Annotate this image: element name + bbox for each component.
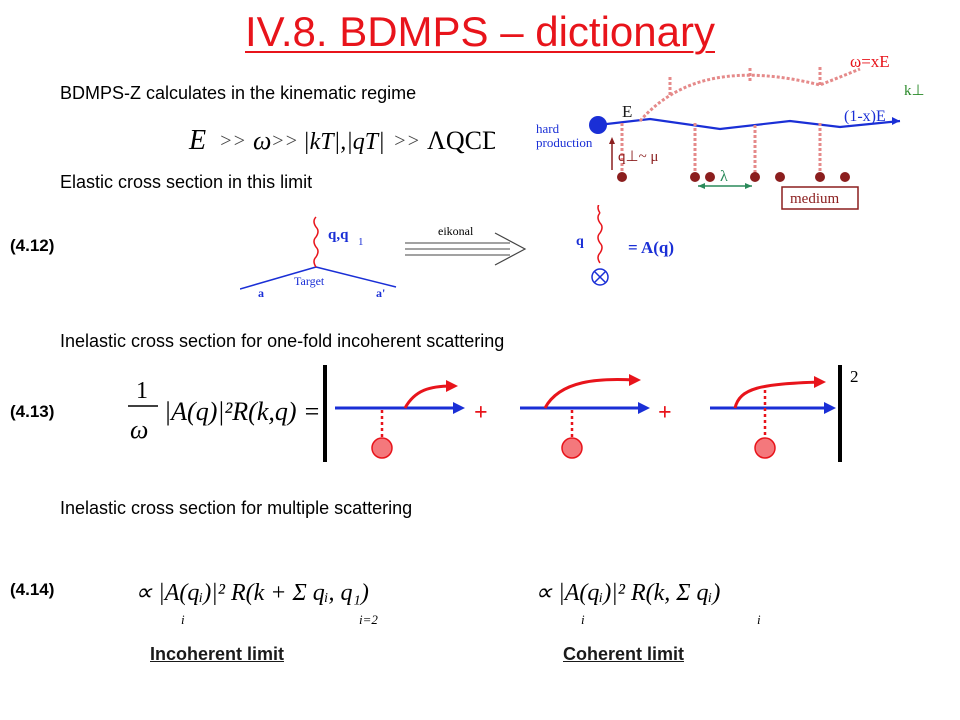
regime-intro-text: BDMPS-Z calculates in the kinematic regi… bbox=[60, 83, 417, 103]
regime-formula: E >> ω >> |kT|,|qT| >> ΛQCD bbox=[188, 125, 495, 156]
amplitude-label: = A(q) bbox=[628, 238, 674, 257]
incoherent-expression: ∝ |A(qᵢ)|² R(k + Σ qᵢ, q₁) bbox=[135, 580, 369, 606]
target-label: Target bbox=[294, 274, 325, 288]
q1-subscript: 1 bbox=[358, 236, 364, 248]
elastic-intro-text: Elastic cross section in this limit bbox=[60, 172, 313, 192]
lhs-expression: |A(q)|²R(k,q) = bbox=[164, 397, 321, 426]
a-prime-label: a' bbox=[376, 286, 385, 300]
incoherent-sub-i2: i=2 bbox=[359, 612, 378, 627]
exponent-two: 2 bbox=[850, 367, 859, 386]
incoherent-limit-label: Incoherent limit bbox=[150, 644, 285, 664]
k-perp-label: k⊥ bbox=[904, 83, 925, 99]
plus-sign-2: + bbox=[658, 400, 672, 426]
q-q1-label: q,q bbox=[328, 227, 349, 243]
eq-label-4-14: (4.14) bbox=[10, 580, 55, 599]
regime-kT: |kT|,|qT| bbox=[303, 129, 385, 155]
omega-label: ω=xE bbox=[850, 52, 890, 71]
coherent-sub-i: i bbox=[581, 612, 585, 627]
regime-omega: ω bbox=[253, 126, 271, 155]
eq-label-4-12: (4.12) bbox=[10, 236, 55, 255]
elastic-scattering-diagram: q,q 1 Target a a' eikonal q = A(q) bbox=[240, 205, 674, 300]
page-title: IV.8. BDMPS – dictionary bbox=[245, 8, 715, 55]
production-label: production bbox=[536, 135, 593, 150]
energy-label: E bbox=[622, 102, 632, 121]
a-label: a bbox=[258, 286, 264, 300]
regime-gg1: >> bbox=[219, 130, 246, 152]
coherent-limit-label: Coherent limit bbox=[563, 644, 685, 664]
coherent-expression: ∝ |A(qᵢ)|² R(k, Σ qᵢ) bbox=[535, 580, 720, 606]
regime-lambda: ΛQCD bbox=[427, 126, 495, 155]
medium-radiation-diagram: ω=xE k⊥ E (1-x)E hard production q⊥~ μ λ… bbox=[536, 52, 925, 210]
q-right-label: q bbox=[576, 234, 584, 249]
eq-4-13-formula: 1 ω |A(q)|²R(k,q) = 2 + + bbox=[128, 365, 859, 462]
lambda-label: λ bbox=[720, 168, 728, 185]
recoil-energy-label: (1-x)E bbox=[844, 108, 886, 125]
incoherent-sub-i: i bbox=[181, 612, 185, 627]
eq-4-14-incoherent-formula: ∝ |A(qᵢ)|² R(k + Σ qᵢ, q₁) i i=2 bbox=[135, 580, 378, 627]
regime-gg3: >> bbox=[393, 130, 420, 152]
regime-gg2: >> bbox=[271, 130, 298, 152]
coherent-sub-i2: i bbox=[757, 612, 761, 627]
medium-label: medium bbox=[790, 191, 839, 207]
q-perp-label: q⊥~ μ bbox=[618, 149, 658, 165]
eq-4-14-coherent-formula: ∝ |A(qᵢ)|² R(k, Σ qᵢ) i i bbox=[535, 580, 761, 627]
fraction-omega: ω bbox=[130, 415, 148, 444]
fraction-one: 1 bbox=[136, 378, 148, 404]
inelastic-multiple-text: Inelastic cross section for multiple sca… bbox=[60, 498, 413, 518]
eikonal-label: eikonal bbox=[438, 224, 474, 238]
eq-label-4-13: (4.13) bbox=[10, 402, 55, 421]
regime-E: E bbox=[188, 125, 206, 156]
hard-label: hard bbox=[536, 121, 560, 136]
plus-sign-1: + bbox=[474, 400, 488, 426]
inelastic-onefold-text: Inelastic cross section for one-fold inc… bbox=[60, 331, 505, 351]
